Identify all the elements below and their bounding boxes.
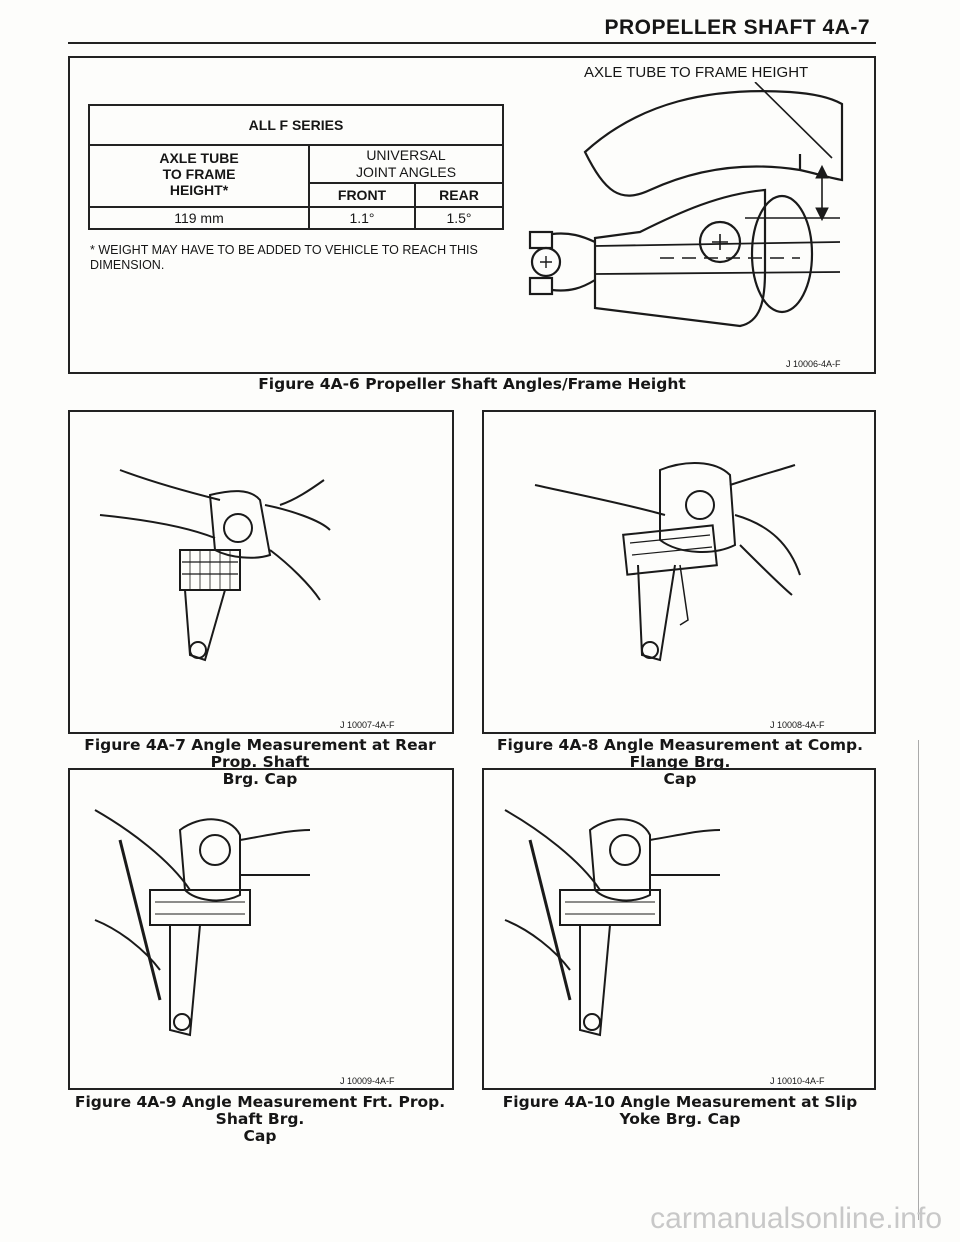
figure-4a-8-caption: Figure 4A-8 Angle Measurement at Comp. F… bbox=[496, 736, 864, 788]
page-header-title: PROPELLER SHAFT 4A-7 bbox=[604, 16, 870, 39]
figure-4a-8-frame bbox=[482, 410, 876, 734]
figure-4a-8-code: J 10008-4A-F bbox=[770, 720, 825, 730]
front-header: FRONT bbox=[308, 182, 416, 208]
figure-4a-10-code: J 10010-4A-F bbox=[770, 1076, 825, 1086]
figure-4a-10-caption: Figure 4A-10 Angle Measurement at Slip Y… bbox=[502, 1093, 858, 1128]
figure-4a-9-caption: Figure 4A-9 Angle Measurement Frt. Prop.… bbox=[74, 1093, 446, 1145]
figure-4a-10-frame bbox=[482, 768, 876, 1090]
weight-note: * WEIGHT MAY HAVE TO BE ADDED TO VEHICLE… bbox=[90, 243, 478, 272]
figure-4a-6-code: J 10006-4A-F bbox=[786, 359, 841, 369]
figure-4a-6-frame bbox=[68, 56, 876, 374]
figure-4a-9-frame bbox=[68, 768, 454, 1090]
comp-flange-illustration bbox=[534, 462, 801, 662]
height-header: AXLE TUBE TO FRAME HEIGHT* bbox=[88, 144, 310, 208]
rear-prop-shaft-illustration bbox=[99, 469, 331, 662]
figure-4a-9-code: J 10009-4A-F bbox=[340, 1076, 395, 1086]
front-value: 1.1° bbox=[308, 206, 416, 230]
height-value: 119 mm bbox=[88, 206, 310, 230]
rear-header: REAR bbox=[414, 182, 504, 208]
watermark: carmanualsonline.info bbox=[650, 1202, 942, 1235]
axle-frame-illustration bbox=[528, 82, 844, 328]
header-rule bbox=[68, 42, 876, 44]
figure-4a-7-caption: Figure 4A-7 Angle Measurement at Rear Pr… bbox=[84, 736, 436, 788]
front-prop-shaft-illustration bbox=[94, 809, 311, 1037]
figure-4a-7-code: J 10007-4A-F bbox=[340, 720, 395, 730]
figure-4a-7-frame bbox=[68, 410, 454, 734]
margin-rule bbox=[918, 740, 919, 1220]
slip-yoke-illustration bbox=[504, 809, 721, 1037]
figure-4a-6-caption: Figure 4A-6 Propeller Shaft Angles/Frame… bbox=[258, 375, 686, 393]
joint-angles-header: UNIVERSAL JOINT ANGLES bbox=[308, 144, 504, 184]
series-header: ALL F SERIES bbox=[88, 104, 504, 146]
spec-table: ALL F SERIES AXLE TUBE TO FRAME HEIGHT* … bbox=[88, 104, 504, 230]
rear-value: 1.5° bbox=[414, 206, 504, 230]
axle-tube-label: AXLE TUBE TO FRAME HEIGHT bbox=[584, 64, 809, 81]
